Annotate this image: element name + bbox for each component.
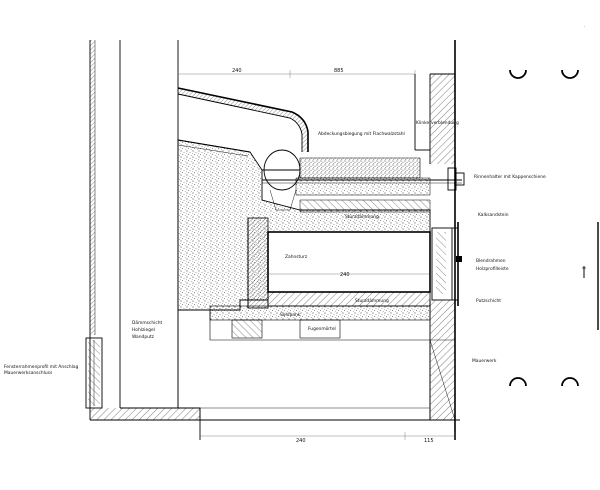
top-dimension-line: 240 885 <box>177 68 416 78</box>
lower-sill: Sturzdämmung Sohlbank Fugenmörtel <box>209 291 431 339</box>
lintel-bottom-label: Sturzdämmung <box>355 298 389 304</box>
left-wall <box>89 40 460 440</box>
fill-label: Fugenmörtel <box>308 326 336 332</box>
dim-top-left: 240 <box>232 68 242 74</box>
reg-mark-bottom-right <box>561 377 579 387</box>
reg-mark-top-left <box>509 69 527 79</box>
infill-label-a: Kalksandstein <box>478 212 509 218</box>
screed-label: Sohlbank <box>280 312 301 318</box>
lintel-label: Zahnsturz <box>285 254 308 260</box>
blind-label-b: Holzprofilleiste <box>476 266 509 272</box>
left-frame-profile: Fensterrahmenprofil mit Anschlag Mauerwe… <box>4 337 103 409</box>
inner-wall-label-3: Wandputz <box>132 334 155 340</box>
reg-mark-top-right <box>561 69 579 79</box>
blind-label-a: Blendrahmen <box>476 258 506 264</box>
left-note-1: Fensterrahmenprofil mit Anschlag <box>4 364 79 370</box>
left-note-2: Mauerwerksanschluss <box>4 370 53 376</box>
dim-top-right: 885 <box>334 68 344 74</box>
dim-bottom-left: 240 <box>296 438 306 444</box>
drain-fitting <box>262 149 301 211</box>
dim-bottom-right: 115 <box>424 438 434 444</box>
registration-marks <box>509 69 599 387</box>
gutter-fixing-label: Rinnenhalter mit Kappenschiene <box>474 174 546 180</box>
rain-pipe-label: Abdeckungsbiegung mit Flachwalzstahl <box>318 131 405 137</box>
infill-label-b: Putzschicht <box>476 298 501 304</box>
inner-wall-label-2: Hohlziegel <box>132 327 155 333</box>
right-note: Mauerwerk <box>472 358 497 364</box>
right-cladding-wall: Klinkerverblendung <box>414 40 459 440</box>
reg-mark-bottom-left <box>509 377 527 387</box>
bottom-dimension-line: 240 115 <box>199 432 456 444</box>
dim-mid: 240 <box>340 272 350 278</box>
lintel-box: Zahnsturz 240 <box>267 231 431 293</box>
anchor-rod: Rinnenhalter mit Kappenschiene <box>262 167 546 191</box>
bottom-infill <box>177 309 456 421</box>
window-frame: Blendrahmen Holzprofilleiste Kalksandste… <box>431 212 509 306</box>
insulation-strip <box>247 217 269 309</box>
cladding-label: Klinkerverblendung <box>416 120 459 126</box>
concrete-mass: Sturzdämmung <box>177 139 431 311</box>
lintel-top-label: Sturzdämmung <box>345 214 379 220</box>
page-mark: ´ <box>583 26 585 31</box>
inner-wall-label-1: Dämmschicht <box>132 320 163 326</box>
